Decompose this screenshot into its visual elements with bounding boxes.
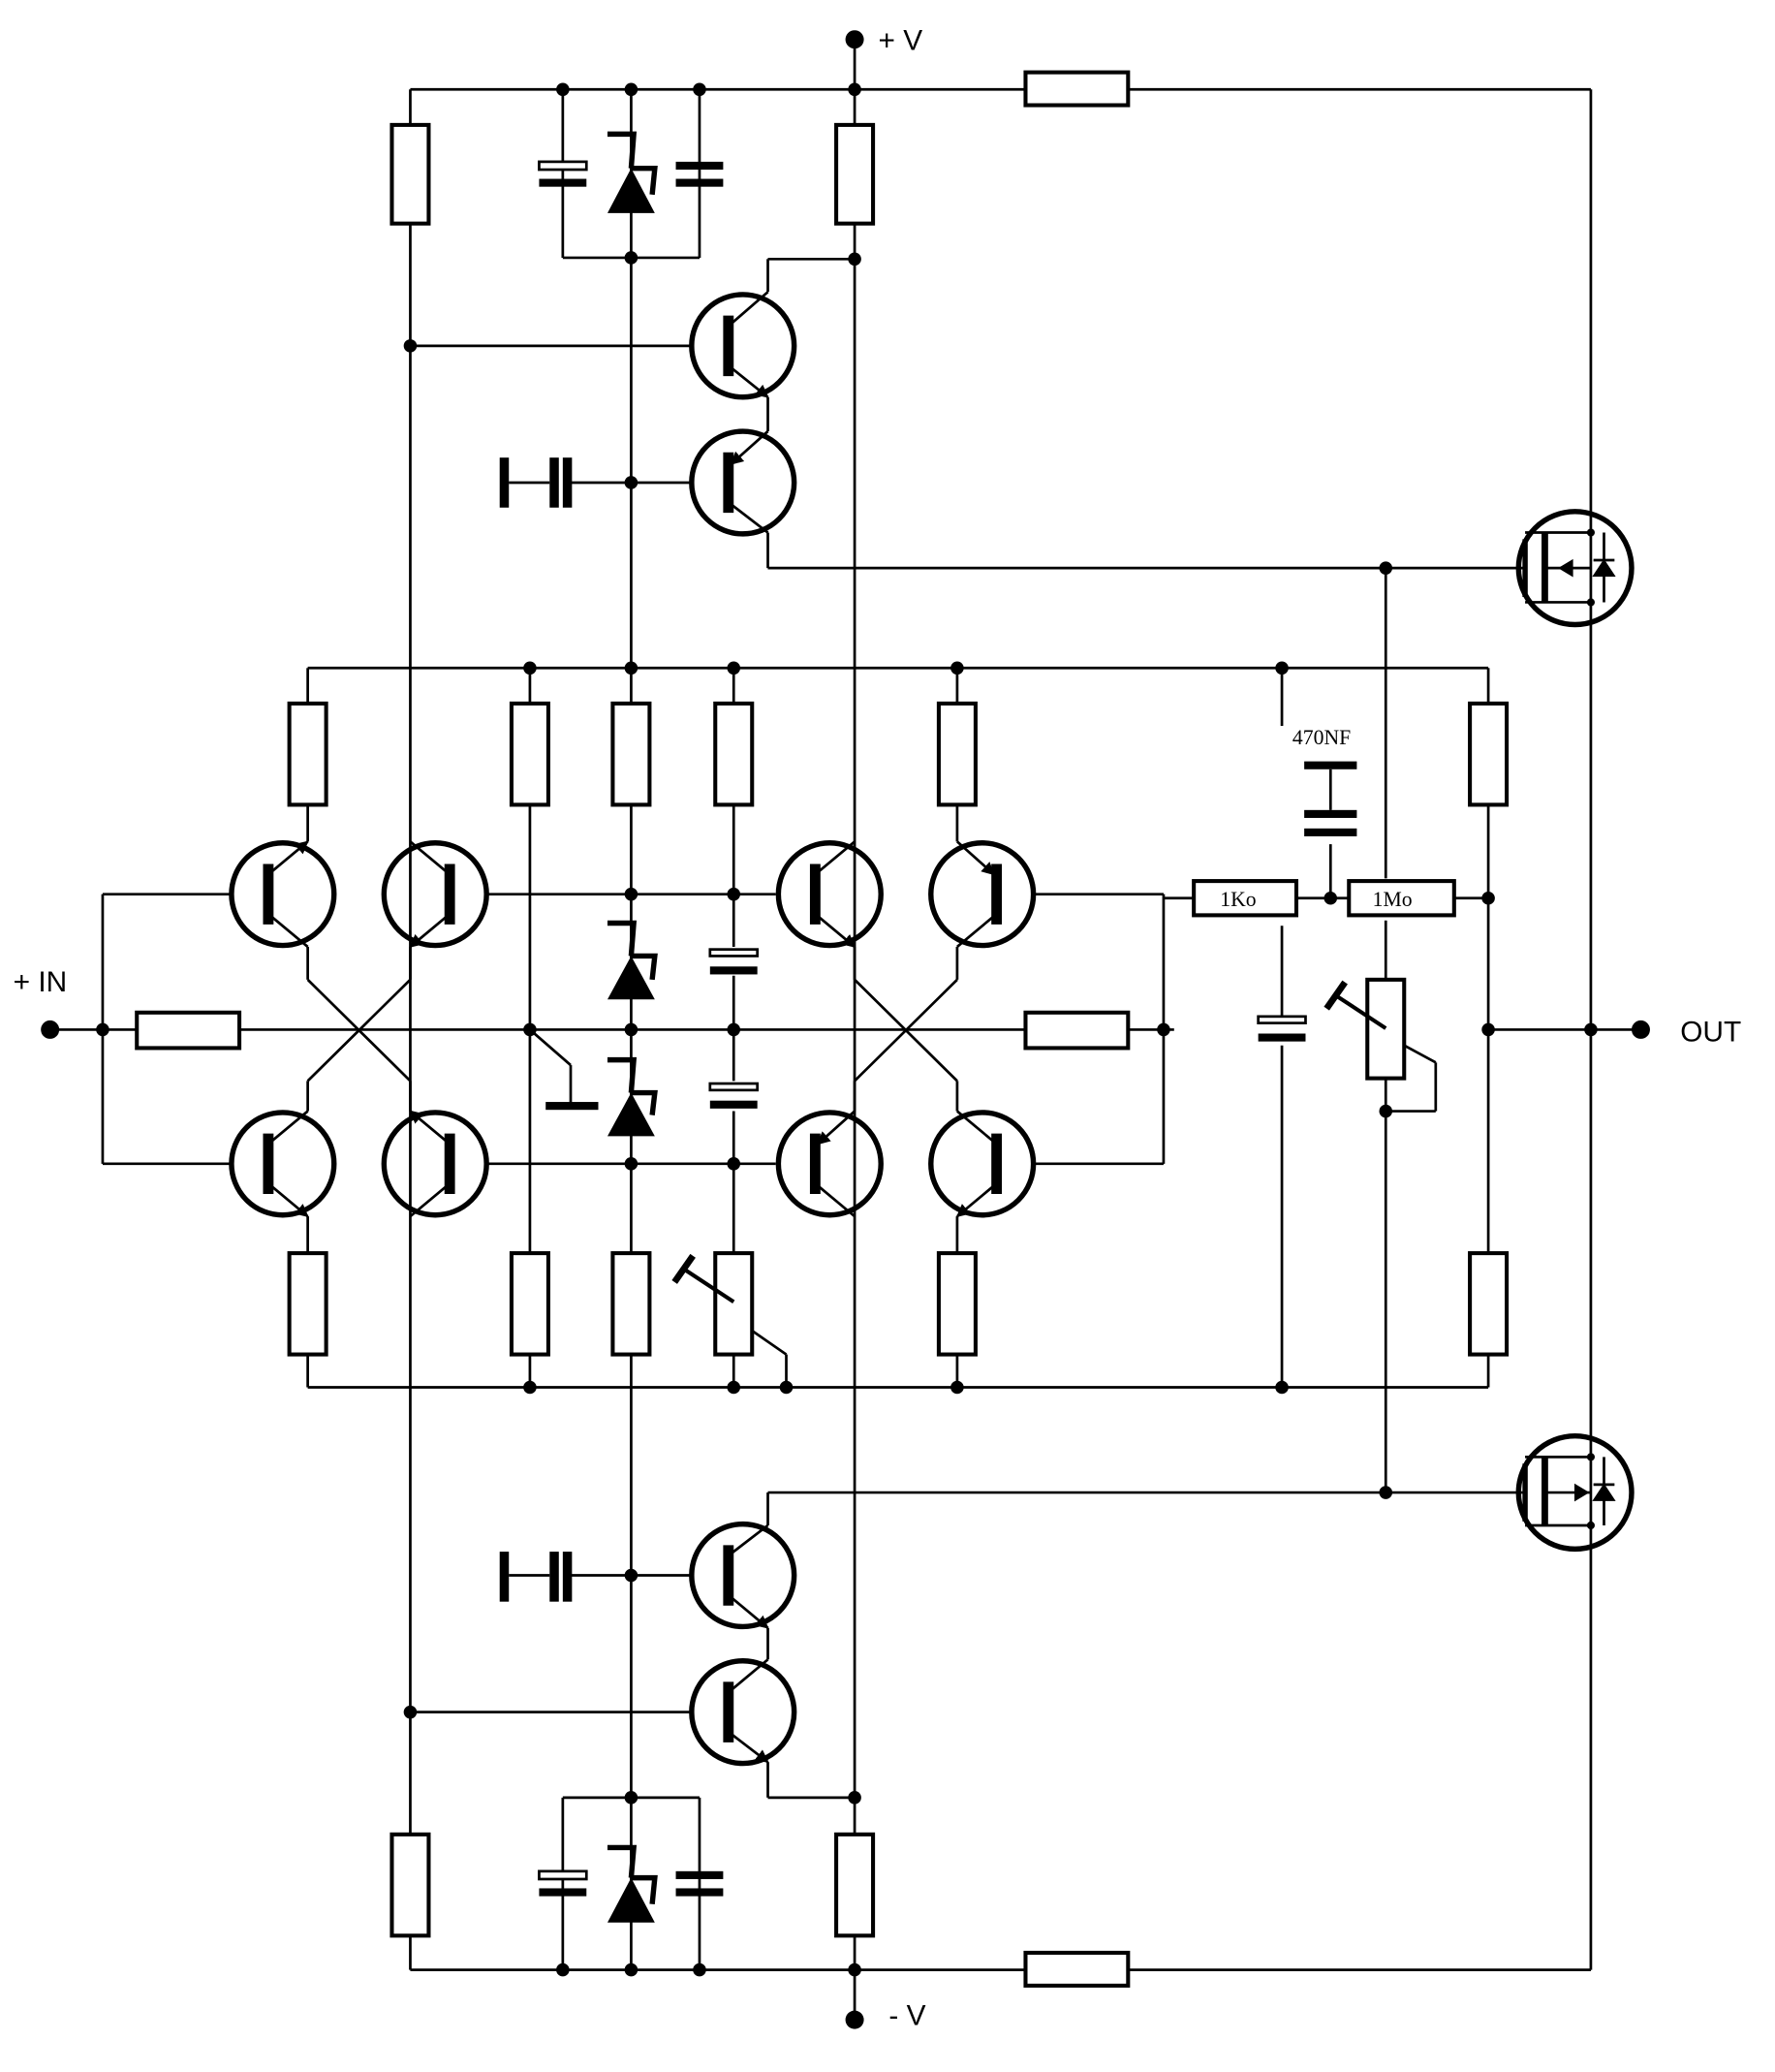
capacitor-bootstrap (499, 457, 573, 508)
res-1k-label: 1Ko (1220, 888, 1257, 911)
resistor (1468, 1251, 1510, 1357)
resistor (389, 122, 431, 226)
transistor-pnp (689, 291, 797, 400)
resistor (287, 701, 328, 807)
junctions (41, 30, 1650, 2029)
capacitor (675, 1870, 724, 1897)
transistor (775, 1110, 884, 1218)
res-1m-label: 1Mo (1373, 888, 1413, 911)
capacitor-electrolytic (1257, 1015, 1307, 1042)
labels: + V - V + IN OUT 470NF 1Ko 1Mo (14, 25, 1742, 2032)
transistor (381, 1110, 489, 1218)
resistor (509, 1251, 550, 1357)
zener-diodes (607, 131, 658, 1923)
transistor-npn (689, 1658, 797, 1767)
resistor-1m (1347, 879, 1456, 918)
resistor (936, 701, 978, 807)
mosfet-lower (1515, 1432, 1635, 1553)
transistor (775, 840, 884, 949)
capacitor-electrolytic (708, 948, 760, 975)
ground-bar (545, 1102, 599, 1111)
mosfet-upper (1515, 509, 1635, 628)
transistor (381, 840, 489, 949)
capacitor-bootstrap (499, 1552, 573, 1602)
output-label: OUT (1680, 1017, 1741, 1049)
capacitor (675, 161, 724, 187)
resistor (610, 701, 652, 807)
resistor (135, 1010, 242, 1051)
pos-supply-label: + V (879, 25, 923, 57)
input-label: + IN (14, 966, 68, 998)
transistor (928, 840, 1037, 949)
resistor (834, 1832, 876, 1938)
resistor (1023, 1950, 1131, 1988)
capacitor-electrolytic (708, 1082, 760, 1109)
resistor (936, 1251, 978, 1357)
capacitors (499, 160, 1357, 1897)
trimmer-bias (713, 1251, 755, 1357)
zener-diode (607, 131, 658, 213)
cap-value-label: 470NF (1292, 726, 1351, 749)
resistor (834, 122, 876, 226)
capacitor-470nf (1304, 761, 1357, 836)
transistor (928, 1110, 1037, 1218)
capacitor-electrolytic (538, 160, 588, 187)
resistor (1023, 1010, 1131, 1051)
capacitor-electrolytic (538, 1869, 588, 1897)
transistor (229, 840, 337, 949)
trimmers (671, 977, 1407, 1357)
neg-supply-label: - V (888, 2000, 925, 2032)
resistor (1023, 70, 1131, 108)
transistor-npn (689, 1521, 797, 1630)
zener-diode (607, 1844, 658, 1923)
resistor (713, 701, 755, 807)
resistor (509, 701, 550, 807)
resistor (1468, 701, 1510, 807)
resistor (287, 1251, 328, 1357)
zener-diode (607, 1056, 658, 1137)
transistors (229, 291, 1037, 1767)
resistor (389, 1832, 431, 1938)
resistor (610, 1251, 652, 1357)
resistors (135, 70, 1510, 1988)
transistor-pnp (689, 428, 797, 537)
resistor-1k (1192, 879, 1299, 918)
zener-diode (607, 920, 658, 1000)
transistor (229, 1110, 337, 1218)
trimmer-offset (1365, 977, 1407, 1081)
mosfets (1515, 509, 1635, 1553)
